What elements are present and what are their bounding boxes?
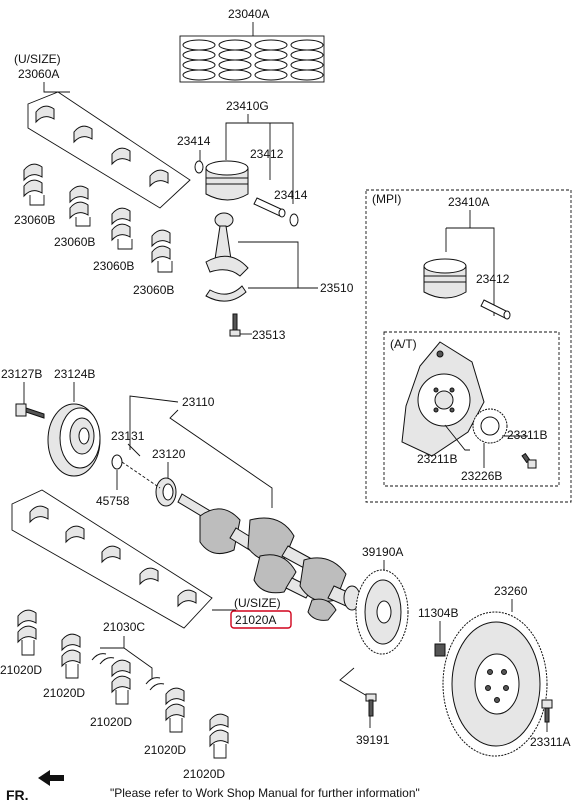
ring-stack-1 [182, 39, 216, 81]
ring-stack-4 [290, 39, 324, 81]
piston-pin-mpi[interactable] [480, 299, 511, 320]
drive-plate-bolt[interactable] [521, 452, 537, 469]
pulley-bolt[interactable] [15, 403, 45, 419]
flywheel-bolt[interactable] [541, 699, 553, 723]
label-23120[interactable]: 23120 [152, 447, 186, 461]
label-21020D-2[interactable]: 21020D [43, 686, 85, 700]
label-21020D-3[interactable]: 21020D [90, 715, 132, 729]
conrod-bearing-1[interactable] [17, 609, 37, 644]
piston[interactable] [205, 160, 249, 201]
main-bearing-upper-set[interactable] [27, 91, 191, 209]
washer[interactable] [111, 454, 123, 470]
label-23412[interactable]: 23412 [250, 147, 284, 161]
label-23311A[interactable]: 23311A [530, 735, 570, 749]
label-23127B[interactable]: 23127B [1, 367, 42, 381]
label-usize-bottom: (U/SIZE) [234, 596, 281, 610]
label-usize-top: (U/SIZE) [14, 52, 61, 66]
connecting-rod[interactable] [205, 212, 249, 302]
label-11304B[interactable]: 11304B [418, 606, 458, 620]
mpi-variant-box [365, 189, 572, 503]
label-21020D-5[interactable]: 21020D [183, 767, 225, 781]
label-39191[interactable]: 39191 [356, 733, 390, 747]
thrust-washer[interactable] [91, 653, 165, 691]
piston-mpi[interactable] [423, 258, 467, 299]
label-23412-mpi[interactable]: 23412 [476, 272, 510, 286]
snap-ring-left[interactable] [194, 160, 204, 174]
label-23060B-2[interactable]: 23060B [54, 235, 95, 249]
flywheel[interactable] [442, 611, 548, 757]
label-23410A[interactable]: 23410A [448, 195, 489, 209]
label-23060A[interactable]: 23060A [18, 67, 59, 81]
label-23410G[interactable]: 23410G [226, 99, 269, 113]
timing-sprocket[interactable] [155, 477, 177, 507]
label-23060B-1[interactable]: 23060B [14, 213, 55, 227]
damper-pulley[interactable] [47, 403, 101, 477]
piston-pin[interactable] [253, 197, 286, 218]
conrod-bearing-5[interactable] [209, 713, 229, 748]
label-23060B-3[interactable]: 23060B [93, 259, 134, 273]
bearing-shell [29, 505, 197, 608]
adapter-plate[interactable] [472, 408, 508, 444]
main-bearing-lower-set[interactable] [11, 489, 213, 629]
label-39190A[interactable]: 39190A [362, 545, 403, 559]
conrod-bearing-3[interactable] [111, 659, 131, 694]
drive-plate[interactable] [401, 341, 485, 457]
label-23131[interactable]: 23131 [111, 429, 145, 443]
bearing-shell [35, 105, 169, 188]
label-23060B-4[interactable]: 23060B [133, 283, 174, 297]
ring-stack-2 [218, 39, 252, 81]
bearing-pair-3[interactable] [111, 207, 131, 242]
label-23040A[interactable]: 23040A [228, 7, 269, 21]
label-21030C[interactable]: 21030C [103, 620, 145, 634]
label-23226B[interactable]: 23226B [461, 469, 502, 483]
bearing-pair-4[interactable] [151, 229, 171, 264]
label-23110[interactable]: 23110 [182, 395, 215, 409]
crankshaft[interactable] [177, 493, 361, 621]
ring-stack-3 [254, 39, 288, 81]
label-23414-right[interactable]: 23414 [274, 188, 308, 202]
conrod-bearing-2[interactable] [61, 633, 81, 668]
bearing-pair-1[interactable] [23, 163, 43, 198]
label-21020D-1[interactable]: 21020D [0, 663, 42, 677]
label-at: (A/T) [390, 337, 417, 351]
snap-ring-right[interactable] [289, 213, 299, 227]
label-21020A[interactable]: 21020A [235, 613, 276, 627]
label-mpi: (MPI) [372, 192, 401, 206]
flywheel-nut[interactable] [434, 643, 446, 657]
front-marker: FR. [6, 787, 29, 803]
label-45758[interactable]: 45758 [96, 494, 130, 508]
front-arrow-icon [38, 770, 64, 786]
label-23211B[interactable]: 23211B [417, 452, 457, 466]
label-21020D-4[interactable]: 21020D [144, 743, 186, 757]
label-23510[interactable]: 23510 [320, 281, 354, 295]
piston-ring-set[interactable] [179, 35, 325, 83]
footer-note: "Please refer to Work Shop Manual for fu… [110, 786, 420, 800]
flywheel-plate[interactable] [355, 569, 409, 655]
label-23124B[interactable]: 23124B [54, 367, 95, 381]
conrod-bearing-4[interactable] [165, 687, 185, 722]
rod-bolt[interactable] [229, 313, 241, 337]
label-23513[interactable]: 23513 [252, 328, 286, 342]
highlight-21020A [230, 610, 292, 629]
at-variant-box [383, 331, 560, 487]
label-23414-left[interactable]: 23414 [177, 134, 211, 148]
bearing-pair-2[interactable] [69, 185, 89, 220]
label-23260[interactable]: 23260 [494, 584, 528, 598]
label-23311B[interactable]: 23311B [507, 428, 547, 442]
sensor-bolt[interactable] [365, 693, 377, 717]
